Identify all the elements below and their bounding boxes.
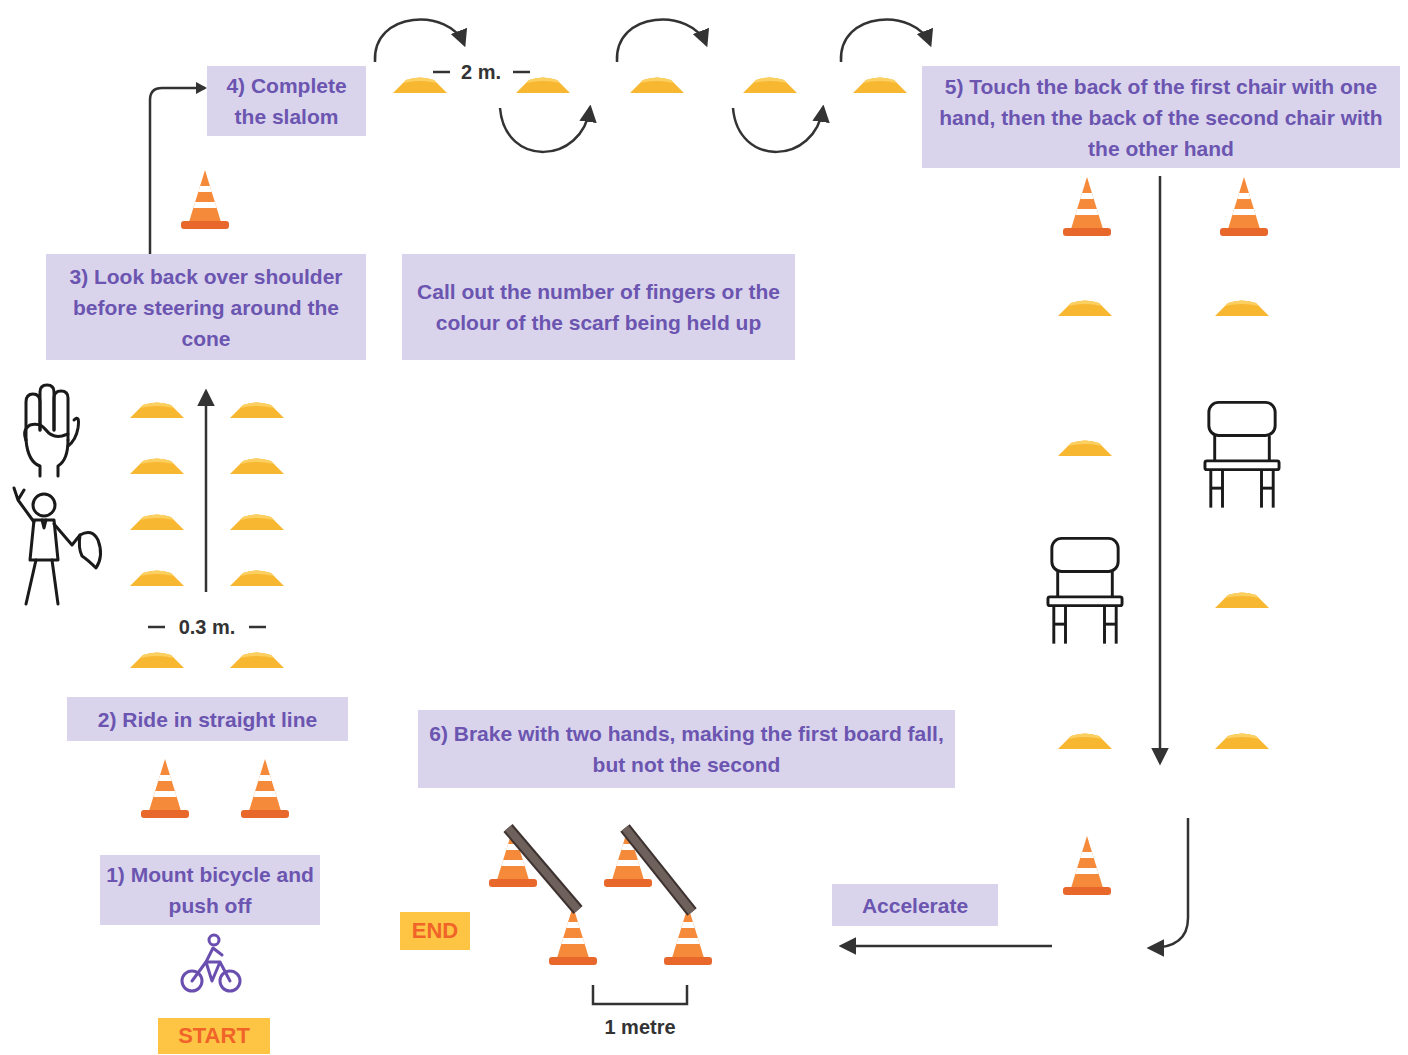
text-stack: 2) Ride in straight line (98, 704, 317, 735)
person-icon (14, 488, 101, 604)
route-arrow (150, 82, 207, 254)
step-box: 6) Brake with two hands, making the firs… (418, 710, 955, 788)
text-stack: 6) Brake with two hands, making the firs… (424, 718, 949, 780)
box-text: 2) Ride in straight line (98, 704, 317, 735)
arrow-head (196, 82, 207, 94)
dimension-label: 0.3 m. (179, 616, 236, 639)
step-box: 5) Touch the back of the first chair wit… (922, 66, 1400, 168)
text-stack: START (178, 1023, 250, 1049)
end-tag: END (400, 912, 470, 950)
bicycle-icon (182, 935, 240, 991)
box-text: 4) Complete the slalom (213, 70, 360, 132)
boards (508, 828, 692, 912)
box-text: 1) Mount bicycle and push off (106, 859, 314, 921)
text-stack: 4) Complete the slalom (213, 70, 360, 132)
box-text: 3) Look back over shoulder before steeri… (52, 261, 360, 354)
dimension-label: 1 metre (604, 1016, 675, 1039)
box-text: 5) Touch the back of the first chair wit… (928, 71, 1394, 164)
text-stack: Accelerate (862, 890, 968, 921)
step-box: 3) Look back over shoulder before steeri… (46, 254, 366, 360)
box-text: START (178, 1023, 250, 1049)
text-stack: 1) Mount bicycle and push off (106, 859, 314, 921)
note-box: Accelerate (832, 884, 998, 926)
box-text: END (412, 918, 458, 944)
hand-icon (25, 385, 79, 476)
chair (1205, 402, 1279, 507)
note-box: Call out the number of fingers or the co… (402, 254, 795, 360)
step-box: 1) Mount bicycle and push off (100, 855, 320, 925)
dimension-label: 2 m. (461, 61, 501, 84)
text-stack: END (412, 918, 458, 944)
route-line (150, 88, 205, 254)
box-text: Call out the number of fingers or the co… (408, 276, 789, 338)
start-tag: START (158, 1018, 270, 1054)
text-stack: 5) Touch the back of the first chair wit… (928, 71, 1394, 164)
step-box: 4) Complete the slalom (207, 66, 366, 136)
marker-cones (130, 78, 1269, 750)
text-stack: 3) Look back over shoulder before steeri… (52, 261, 360, 354)
chair (1048, 538, 1122, 643)
box-text: Accelerate (862, 890, 968, 921)
step-box: 2) Ride in straight line (67, 697, 348, 741)
text-stack: Call out the number of fingers or the co… (408, 276, 789, 338)
box-text: 6) Brake with two hands, making the firs… (424, 718, 949, 780)
